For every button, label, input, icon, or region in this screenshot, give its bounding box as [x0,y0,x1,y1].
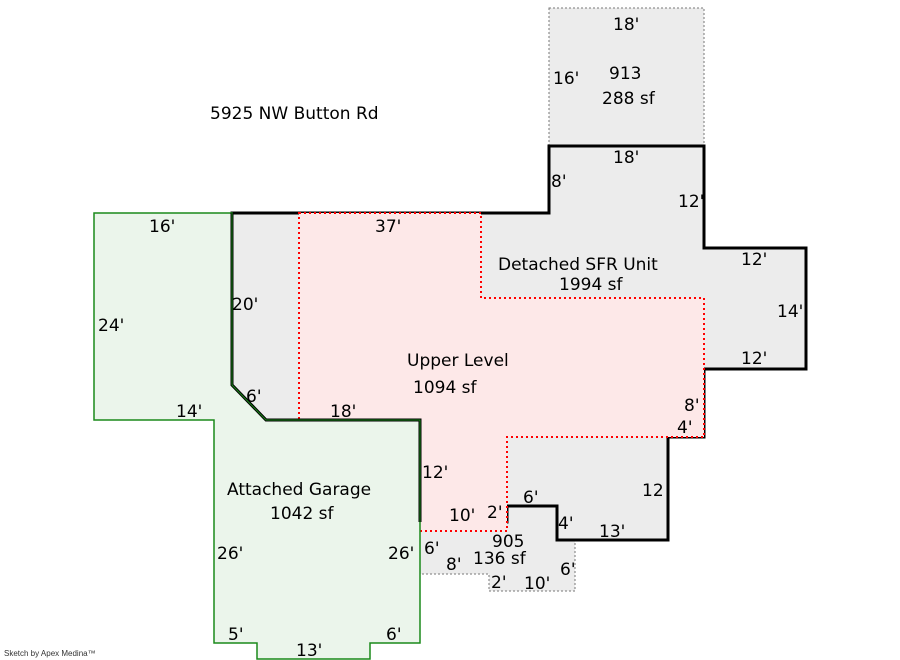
area-size: 136 sf [473,549,527,569]
dim-label: 14' [777,302,803,322]
area-size: 1094 sf [413,378,478,398]
dim-label: 14' [176,402,202,422]
dim-label: 16' [553,69,579,89]
dim-label: 12' [678,192,704,212]
area-size: 1042 sf [270,504,335,524]
dim-label: 13' [296,641,322,660]
area-name: 913 [609,64,641,84]
area-size: 1994 sf [559,275,624,295]
dim-label: 12' [422,463,448,483]
area-name: 905 [492,532,524,552]
dim-label: 2' [487,503,503,523]
dim-label: 12 [642,481,664,501]
area-name: Attached Garage [227,480,371,500]
dim-label: 6' [386,625,402,645]
dim-label: 6' [523,488,539,508]
dim-label: 18' [613,15,639,35]
dim-label: 10' [524,574,550,594]
dim-label: 8' [446,555,462,575]
dim-label: 26' [388,544,414,564]
dim-label: 6' [424,539,440,559]
dim-label: 12' [741,250,767,270]
dim-label: 4' [677,418,693,438]
dim-label: 26' [217,544,243,564]
dim-label: 16' [149,217,175,237]
dim-label: 4' [558,514,574,534]
dim-label: 6' [560,560,576,580]
address-label: 5925 NW Button Rd [210,104,379,124]
dim-label: 2' [491,573,507,593]
area-name: Detached SFR Unit [498,255,658,275]
area-size: 288 sf [602,89,656,109]
upper-level [298,212,705,532]
dim-label: 12' [741,349,767,369]
dim-label: 10' [449,506,475,526]
dim-label: 5' [228,625,244,645]
dim-label: 8' [684,396,700,416]
dim-label: 37' [375,217,401,237]
area-name: Upper Level [407,351,509,371]
dim-label: 8' [551,172,567,192]
dim-label: 20' [232,295,258,315]
credit-label: Sketch by Apex Medina™ [4,649,96,658]
dim-label: 6' [246,387,262,407]
dim-label: 18' [330,402,356,422]
dim-label: 13' [599,522,625,542]
dim-label: 18' [613,148,639,168]
dim-label: 24' [98,316,124,336]
